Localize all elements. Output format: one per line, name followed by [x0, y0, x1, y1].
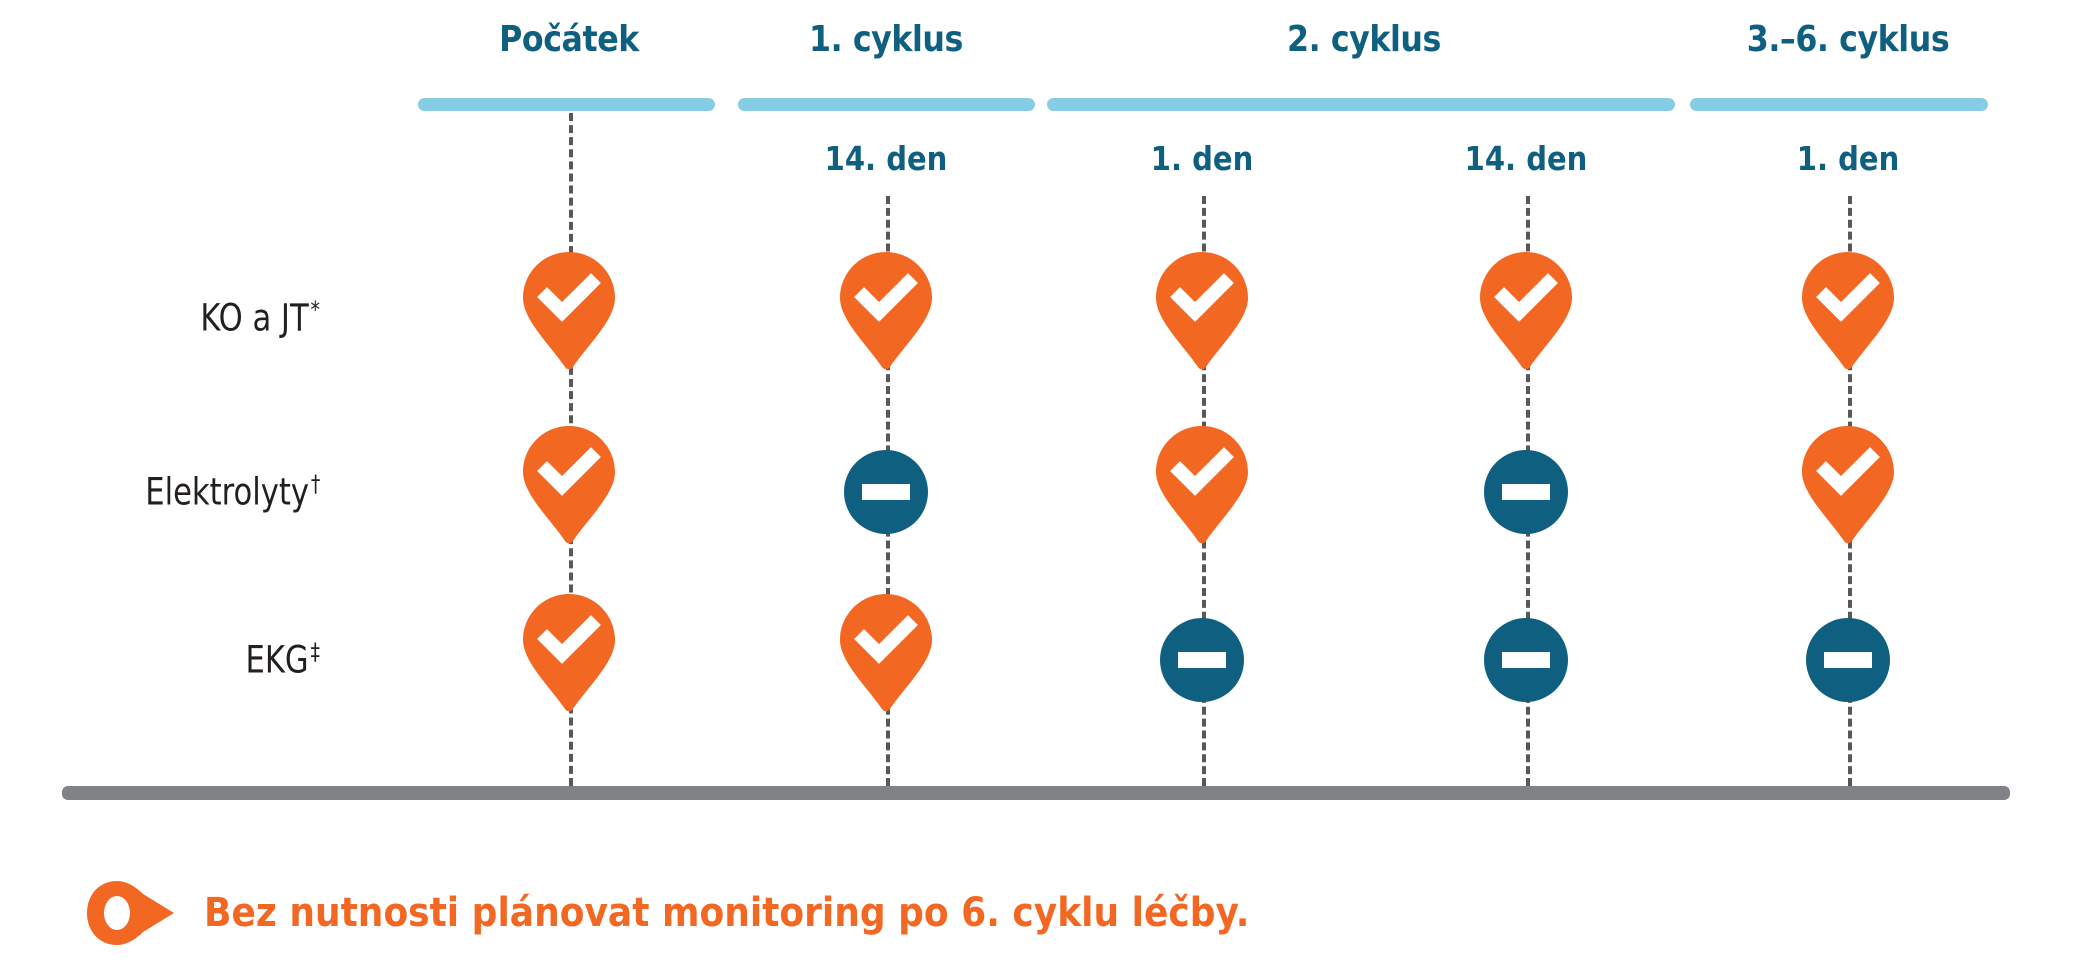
- cycle-span-bar-4: [1690, 98, 1988, 111]
- baseline-rule: [62, 786, 2010, 800]
- cycle-header-3: 2. cyklus: [1064, 22, 1664, 58]
- marker-row-ekg-col-c2-d14-teal-circle-minus-icon: [1482, 616, 1570, 704]
- row-label-footnote-mark: ‡: [310, 639, 320, 666]
- cycle-span-bar-2: [738, 98, 1035, 111]
- marker-row-elektrolyty-col-c1-d14-teal-circle-minus-icon: [842, 448, 930, 536]
- day-label-col-c2-d14: 14. den: [1464, 139, 1588, 178]
- marker-row-elektrolyty-col-c2-d1-orange-pin-check-icon: [1154, 424, 1250, 544]
- day-label-col-c36-d1: 1. den: [1796, 139, 1900, 178]
- cycle-span-bar-3: [1047, 98, 1675, 111]
- row-label-footnote-mark: *: [310, 297, 320, 324]
- marker-row-elektrolyty-col-c36-d1-orange-pin-check-icon: [1800, 424, 1896, 544]
- cycle-label: Počátek: [499, 19, 639, 60]
- row-label-row-elektrolyty: Elektrolyty†: [145, 471, 320, 511]
- day-label-col-c2-d1: 1. den: [1150, 139, 1254, 178]
- marker-row-ekg-col-c1-d14-orange-pin-check-icon: [838, 592, 934, 712]
- marker-row-ko-a-jt-col-c1-d14-orange-pin-check-icon: [838, 250, 934, 370]
- marker-row-elektrolyty-col-c2-d14-teal-circle-minus-icon: [1482, 448, 1570, 536]
- cycle-header-1: Počátek: [269, 22, 869, 58]
- marker-row-ko-a-jt-col-c2-d14-orange-pin-check-icon: [1478, 250, 1574, 370]
- cycle-label: 2. cyklus: [1287, 19, 1441, 60]
- row-label-footnote-mark: †: [310, 471, 320, 498]
- cycle-header-2: 1. cyklus: [586, 22, 1186, 58]
- marker-row-elektrolyty-col-pocatek-orange-pin-check-icon: [521, 424, 617, 544]
- cycle-span-bar-1: [418, 98, 715, 111]
- cycle-label: 3.–6. cyklus: [1746, 19, 1950, 60]
- footnote-text: Bez nutnosti plánovat monitoring po 6. c…: [204, 890, 1250, 936]
- footnote-callout: Bez nutnosti plánovat monitoring po 6. c…: [86, 880, 1366, 946]
- orange-eye-marker-icon: [86, 880, 178, 946]
- cycle-header-4: 3.–6. cyklus: [1548, 22, 2088, 58]
- marker-row-ko-a-jt-col-c2-d1-orange-pin-check-icon: [1154, 250, 1250, 370]
- row-label-row-ko-a-jt: KO a JT*: [200, 297, 320, 337]
- row-label-text: EKG: [245, 638, 309, 682]
- marker-row-ekg-col-pocatek-orange-pin-check-icon: [521, 592, 617, 712]
- cycle-label: 1. cyklus: [809, 19, 963, 60]
- row-label-row-ekg: EKG‡: [245, 639, 320, 679]
- row-label-text: KO a JT: [200, 296, 309, 340]
- marker-row-ekg-col-c36-d1-teal-circle-minus-icon: [1804, 616, 1892, 704]
- marker-row-ekg-col-c2-d1-teal-circle-minus-icon: [1158, 616, 1246, 704]
- day-label-col-c1-d14: 14. den: [824, 139, 948, 178]
- marker-row-ko-a-jt-col-c36-d1-orange-pin-check-icon: [1800, 250, 1896, 370]
- marker-row-ko-a-jt-col-pocatek-orange-pin-check-icon: [521, 250, 617, 370]
- row-label-text: Elektrolyty: [144, 470, 309, 514]
